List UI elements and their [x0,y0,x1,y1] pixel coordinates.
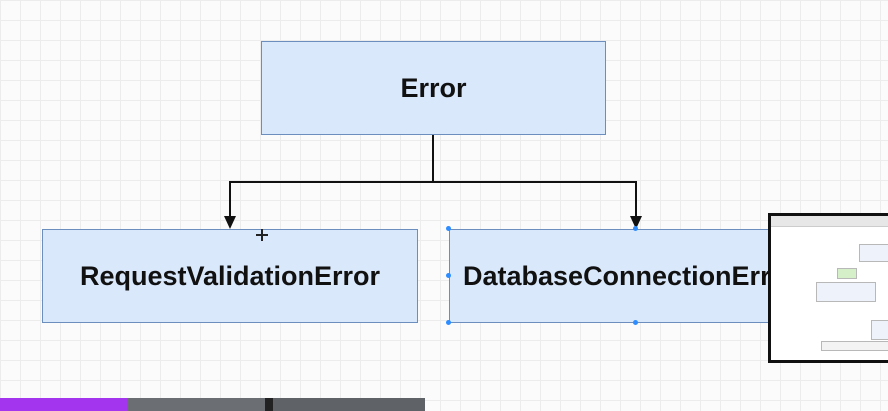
selection-handle[interactable] [446,273,451,278]
video-progress-knob[interactable] [265,398,273,411]
database-connection-error-label: DatabaseConnectionError [463,260,798,291]
connector-error-to-database-connection [433,181,637,216]
selection-handle[interactable] [633,226,638,231]
thumbnail-node [871,320,888,340]
thumbnail-node [816,282,876,302]
arrowhead-request-validation [224,216,236,229]
preview-thumbnail [768,213,888,363]
request-validation-error-node[interactable]: RequestValidationError [42,229,418,323]
selection-handle[interactable] [446,320,451,325]
selection-handle[interactable] [633,320,638,325]
arrowhead-database-connection [630,216,642,229]
video-progress-bar[interactable] [0,398,425,411]
request-validation-error-label: RequestValidationError [79,260,381,291]
error-node[interactable]: Error [261,41,606,135]
thumbnail-node [859,244,888,262]
database-connection-error-node[interactable]: DatabaseConnectionError [449,229,809,323]
move-cursor-icon [256,229,268,241]
error-node-label: Error [400,72,467,103]
thumbnail-node [821,341,888,351]
connector-error-to-request-validation [229,135,434,216]
thumbnail-toolbar [771,216,888,227]
thumbnail-node [837,268,857,279]
video-progress-played [0,398,128,411]
selection-handle[interactable] [446,226,451,231]
video-progress-buffered [123,398,273,411]
